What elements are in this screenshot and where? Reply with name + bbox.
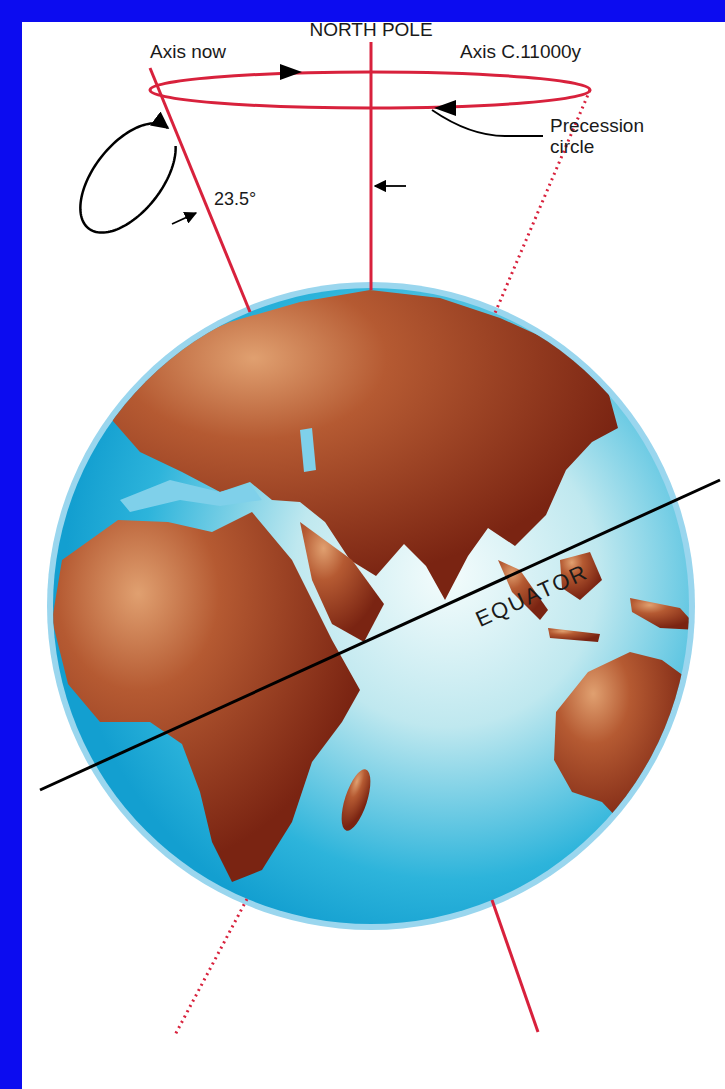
precession-circle bbox=[150, 72, 590, 108]
axis-now-line-south bbox=[492, 900, 538, 1032]
precession-arrowhead bbox=[280, 64, 302, 80]
mediterranean bbox=[120, 480, 262, 512]
java bbox=[548, 628, 600, 642]
equator-line bbox=[40, 480, 720, 790]
angle-arrow bbox=[172, 213, 196, 224]
axis-label: NORTH POLE bbox=[309, 20, 432, 41]
rotation-arrow bbox=[80, 123, 175, 232]
angle-arrow bbox=[375, 185, 406, 187]
continents bbox=[52, 290, 700, 915]
caspian bbox=[300, 428, 316, 472]
antarctica bbox=[510, 850, 640, 915]
japan bbox=[640, 400, 668, 440]
inland-seas bbox=[120, 428, 316, 512]
north-pole-line bbox=[370, 42, 373, 290]
axis-future-line-south bbox=[175, 899, 247, 1035]
axis-label: Axis C.11000y bbox=[460, 42, 581, 63]
leader-line bbox=[432, 110, 543, 136]
equator-label: EQUATOR bbox=[472, 560, 592, 632]
axis-label: Precession circle bbox=[550, 116, 660, 158]
angle-label: 23.5° bbox=[214, 190, 256, 210]
arabia bbox=[300, 522, 384, 642]
australia bbox=[554, 652, 694, 842]
white-panel bbox=[22, 22, 725, 1089]
madagascar bbox=[336, 766, 377, 834]
globe-halo bbox=[47, 282, 695, 930]
axis-label: Axis now bbox=[150, 42, 226, 63]
new-guinea bbox=[630, 598, 700, 630]
globe-ocean bbox=[53, 288, 689, 924]
